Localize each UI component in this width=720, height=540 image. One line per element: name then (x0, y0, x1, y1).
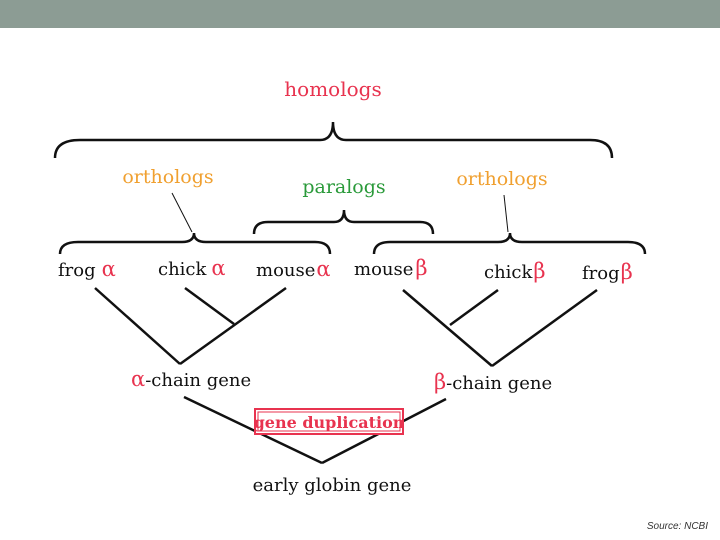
beta-tree-chick-branch (449, 288, 499, 327)
orthologs-left-brace (58, 232, 332, 255)
alpha-tree-frog-branch (94, 287, 181, 365)
beta-chain-gene-label: β-chain gene (434, 370, 552, 394)
species-name: frog (58, 260, 96, 281)
chain-gene-text: -chain gene (446, 373, 552, 394)
paralogs-brace (252, 209, 435, 235)
orthologs-right-label: orthologs (456, 168, 547, 190)
beta-symbol: β (621, 260, 633, 284)
species-name: mouse (354, 259, 413, 280)
species-name: chick (158, 259, 208, 280)
mouse-beta-label: mouseβ (354, 256, 428, 280)
mouse-alpha-label: mouseα (256, 257, 331, 281)
alpha-symbol: α (211, 256, 225, 280)
beta-symbol: β (434, 370, 446, 394)
beta-tree-mouse-branch (402, 289, 493, 367)
alpha-chain-gene-label: α-chain gene (131, 367, 251, 391)
frog-beta-label: frogβ (582, 260, 633, 284)
chain-gene-text: -chain gene (145, 370, 251, 391)
root-alpha-branch (183, 395, 323, 465)
beta-symbol: β (415, 256, 427, 280)
orthologs-left-pointer (171, 192, 193, 233)
orthologs-left-label: orthologs (122, 166, 213, 188)
species-name: mouse (256, 260, 315, 281)
species-name: frog (582, 263, 620, 284)
alpha-tree-chick-branch (184, 286, 235, 326)
chick-beta-label: chickβ (484, 259, 546, 283)
orthologs-right-brace (372, 232, 647, 255)
source-caption: Source: NCBI (646, 521, 708, 532)
alpha-symbol: α (131, 367, 145, 391)
orthologs-right-pointer (503, 194, 509, 233)
beta-tree-frog-branch (491, 288, 598, 368)
alpha-symbol: α (102, 257, 116, 281)
beta-symbol: β (533, 259, 545, 283)
homologs-label: homologs (284, 77, 381, 101)
gene-duplication-label: gene duplication (254, 413, 405, 432)
gene-duplication-box (254, 408, 404, 435)
early-globin-gene-label: early globin gene (253, 475, 412, 496)
alpha-symbol: α (316, 257, 330, 281)
alpha-tree-mouse-branch (179, 286, 287, 366)
gene-duplication-inner-box (257, 411, 401, 432)
homologs-brace (53, 121, 614, 159)
species-name: chick (484, 262, 534, 283)
paralogs-label: paralogs (302, 176, 385, 198)
top-bar (0, 0, 720, 28)
